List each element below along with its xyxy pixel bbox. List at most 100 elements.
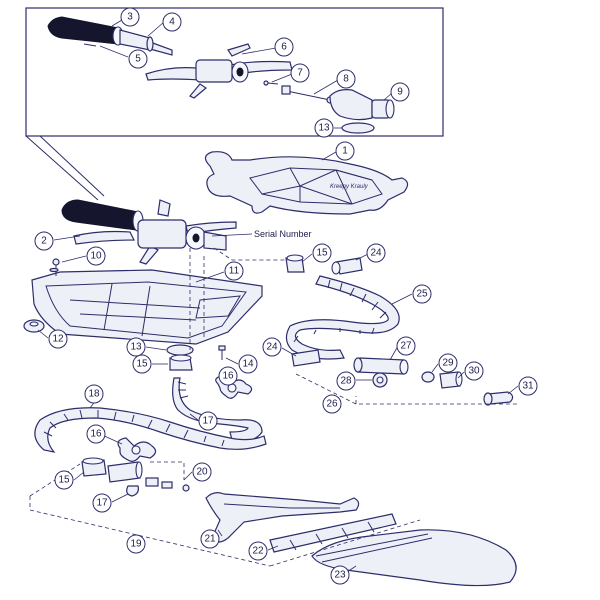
part-screw-inset — [83, 43, 97, 47]
part-swivel-assembly — [73, 199, 237, 265]
callout-23: 23 — [330, 565, 350, 585]
svg-text:27: 27 — [400, 341, 412, 352]
callout-29: 29 — [438, 353, 458, 373]
svg-text:2: 2 — [41, 236, 47, 247]
svg-text:9: 9 — [397, 87, 403, 98]
part-nut — [169, 354, 193, 371]
serial-number-annotation: Serial Number — [211, 229, 312, 239]
svg-text:30: 30 — [468, 366, 480, 377]
callout-22: 22 — [248, 541, 268, 561]
part-turtle-top-cover: Kreepy Krauly — [204, 151, 409, 215]
callout-12: 12 — [48, 329, 68, 349]
callout-31: 31 — [518, 376, 538, 396]
brand-logo: Kreepy Krauly — [330, 184, 369, 190]
svg-text:4: 4 — [169, 17, 175, 28]
part-screw — [218, 345, 226, 360]
part-pin-set — [145, 477, 190, 492]
callout-4: 4 — [162, 12, 182, 32]
callout-7: 7 — [290, 63, 310, 83]
svg-text:19: 19 — [130, 539, 142, 550]
callout-15: 15 — [132, 354, 152, 374]
callout-15-upper: 15 — [312, 243, 332, 263]
callout-20: 20 — [192, 462, 212, 482]
svg-text:31: 31 — [522, 381, 534, 392]
callout-18: 18 — [84, 384, 104, 404]
callout-24-upper: 24 — [366, 243, 386, 263]
svg-text:17: 17 — [202, 416, 214, 427]
part-retainer-clip — [126, 485, 139, 497]
svg-text:24: 24 — [370, 248, 382, 259]
callout-13-inset: 13 — [314, 118, 334, 138]
callout-6: 6 — [274, 37, 294, 57]
part-foot-grommet — [23, 319, 45, 333]
svg-text:1: 1 — [342, 146, 348, 157]
callout-16-right: 16 — [218, 366, 238, 386]
part-end-cap — [483, 391, 514, 406]
svg-text:10: 10 — [90, 251, 102, 262]
callout-3: 3 — [120, 7, 140, 27]
callout-8: 8 — [336, 69, 356, 89]
svg-text:13: 13 — [318, 123, 330, 134]
svg-text:11: 11 — [229, 266, 240, 277]
svg-text:20: 20 — [196, 467, 208, 478]
callout-16-left: 16 — [86, 424, 106, 444]
part-wing-arm — [205, 492, 360, 543]
svg-text:12: 12 — [52, 334, 64, 345]
callout-25: 25 — [412, 284, 432, 304]
svg-text:6: 6 — [281, 42, 287, 53]
callout-28: 28 — [336, 371, 356, 391]
part-coupler — [439, 371, 463, 389]
part-flapper-valve-left — [117, 437, 157, 462]
part-elbow-inset — [329, 89, 395, 121]
callout-13: 13 — [126, 337, 146, 357]
svg-text:16: 16 — [90, 429, 102, 440]
group-bracket-26 — [295, 373, 520, 405]
group-bracket-20 — [150, 461, 185, 480]
callout-5: 5 — [128, 49, 148, 69]
callout-leaders — [37, 19, 519, 575]
part-adapter-tube — [107, 461, 143, 483]
svg-text:18: 18 — [88, 389, 100, 400]
part-pin-inset — [263, 80, 279, 86]
part-drive-tube — [353, 357, 409, 375]
callout-numbers: 3 4 5 6 7 8 9 13 1 2 10 11 12 13 15 14 1… — [34, 7, 538, 585]
part-bolt-inset — [281, 85, 334, 104]
callout-19: 19 — [126, 534, 146, 554]
svg-text:28: 28 — [340, 376, 352, 387]
svg-text:21: 21 — [204, 534, 216, 545]
svg-text:16: 16 — [222, 371, 234, 382]
svg-text:8: 8 — [343, 74, 349, 85]
callout-21: 21 — [200, 529, 220, 549]
svg-text:22: 22 — [252, 546, 264, 557]
callout-11: 11 — [224, 261, 244, 281]
part-o-ring — [421, 371, 435, 383]
svg-text:29: 29 — [442, 358, 454, 369]
part-corrugated-hose-coiled — [34, 407, 267, 453]
callout-14: 14 — [238, 354, 258, 374]
callout-17-upper: 17 — [198, 411, 218, 431]
svg-text:24: 24 — [266, 342, 278, 353]
part-ring-inset — [341, 122, 375, 134]
callout-30: 30 — [464, 361, 484, 381]
callout-27: 27 — [396, 336, 416, 356]
inset-detail-box — [25, 7, 444, 201]
svg-text:23: 23 — [334, 570, 346, 581]
serial-number-label: Serial Number — [254, 229, 312, 239]
callout-1: 1 — [335, 141, 355, 161]
svg-text:7: 7 — [297, 68, 303, 79]
callout-9: 9 — [390, 82, 410, 102]
part-cuff-upper — [331, 257, 363, 275]
part-hose-cuff — [61, 199, 144, 232]
callout-24-lower: 24 — [262, 337, 282, 357]
svg-text:5: 5 — [135, 54, 141, 65]
svg-text:25: 25 — [416, 289, 428, 300]
part-nut-upper — [285, 254, 305, 273]
svg-text:15: 15 — [58, 475, 70, 486]
callout-17-lower: 17 — [92, 493, 112, 513]
callout-15-lower: 15 — [54, 470, 74, 490]
svg-text:15: 15 — [316, 248, 328, 259]
callout-26: 26 — [322, 394, 342, 414]
part-body-frame — [31, 269, 263, 345]
svg-text:15: 15 — [136, 359, 148, 370]
